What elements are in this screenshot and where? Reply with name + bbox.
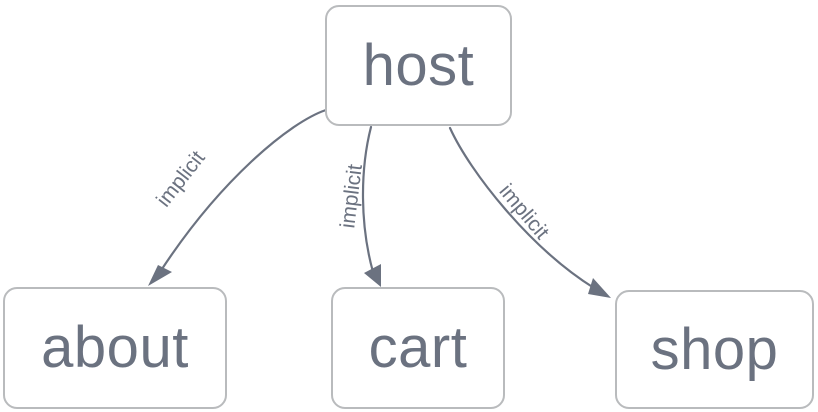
edge-host-cart-label: implicit [336, 163, 367, 230]
edge-host-shop-arrowhead [588, 278, 611, 298]
edge-host-cart[interactable]: implicit [336, 125, 381, 287]
edge-host-about[interactable]: implicit [148, 108, 328, 286]
node-cart[interactable]: cart [331, 287, 505, 409]
edge-host-shop-label: implicit [495, 180, 554, 244]
node-host[interactable]: host [325, 5, 512, 126]
edge-host-shop[interactable]: implicit [448, 126, 611, 298]
edge-host-cart-arrowhead [364, 264, 381, 287]
edge-host-about-arrowhead [148, 265, 172, 286]
node-about[interactable]: about [3, 287, 227, 409]
edge-host-about-path [158, 108, 328, 274]
node-host-label: host [362, 32, 475, 98]
node-cart-label: cart [368, 315, 468, 380]
edge-host-cart-path [361, 125, 375, 274]
node-shop[interactable]: shop [615, 290, 814, 409]
edge-host-about-label: implicit [152, 147, 210, 212]
edge-host-shop-path [448, 126, 596, 290]
node-about-label: about [41, 315, 189, 380]
node-shop-label: shop [650, 316, 779, 382]
